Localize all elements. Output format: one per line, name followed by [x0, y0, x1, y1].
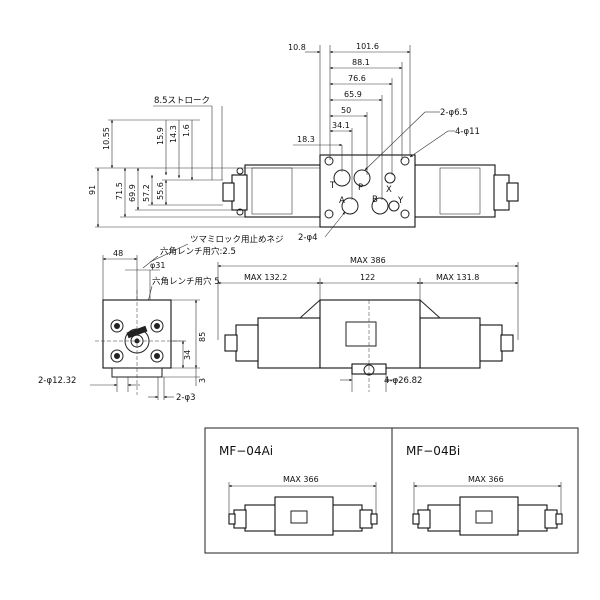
variant-b-dim: MAX 366 [468, 475, 504, 484]
dim-max-386: MAX 386 [350, 256, 386, 265]
dim-10-8: 10.8 [288, 43, 306, 52]
dim-14-3: 14.3 [169, 125, 178, 143]
front-center-block [319, 299, 421, 369]
dim-91: 91 [88, 185, 97, 195]
variant-a: MF−04Ai MAX 366 [219, 444, 378, 536]
dim-phi-3: 2-φ3 [176, 393, 196, 403]
variants-box: MF−04Ai MAX 366 MF−04Bi MAX 366 [204, 427, 579, 554]
dim-50: 50 [341, 106, 351, 115]
variant-a-dim: MAX 366 [283, 475, 319, 484]
dim-phi-31: φ31 [150, 261, 165, 270]
dim-max-132-2: MAX 132.2 [244, 273, 287, 282]
callout-hole-11: 4-φ11 [455, 127, 480, 137]
label-lock-screw: ツマミロック用止めネジ [190, 234, 284, 245]
dim-122: 122 [360, 273, 375, 282]
top-center-block [319, 154, 416, 228]
dim-76-6: 76.6 [348, 74, 366, 83]
dim-10-55: 10.55 [102, 127, 111, 150]
side-view: ツマミロック用止めネジ 六角レンチ用穴:2.5 48 φ31 六角レンチ用穴 5 [38, 234, 284, 403]
front-right-cap [479, 324, 503, 362]
label-hex-wrench-5: 六角レンチ用穴 5 [152, 276, 220, 287]
dim-34-1: 34.1 [332, 121, 350, 130]
top-left-knob [222, 182, 235, 202]
dim-101-6: 101.6 [356, 42, 379, 51]
port-label-a: A [339, 196, 345, 206]
port-b-icon [371, 197, 389, 215]
top-view: T P X A B Y 10.8 101.6 88.1 76.6 65.9 50… [88, 42, 519, 243]
port-x-icon [384, 172, 396, 184]
dim-15-9: 15.9 [156, 127, 165, 145]
dim-48: 48 [113, 249, 123, 258]
dim-34: 34 [183, 350, 192, 360]
port-y-icon [388, 200, 400, 212]
variant-b: MF−04Bi MAX 366 [406, 444, 563, 536]
top-body-right [409, 164, 496, 218]
variant-a-model: MF−04Ai [219, 444, 273, 458]
dim-88-1: 88.1 [352, 58, 370, 67]
front-right-knob [500, 334, 514, 352]
callout-hole-4: 2-φ4 [298, 233, 318, 243]
stroke-label: 8.5ストローク [154, 96, 210, 106]
dim-65-9: 65.9 [344, 90, 362, 99]
bolt-hole-icon [400, 156, 410, 166]
port-label-x: X [386, 185, 392, 195]
bolt-icon [150, 319, 164, 333]
dim-57-2: 57.2 [142, 184, 151, 202]
left-dims: 10.55 15.9 14.3 1.6 71.5 91 69.9 57.2 55… [88, 119, 320, 228]
front-body-right [419, 317, 481, 369]
dim-max-131-8: MAX 131.8 [436, 273, 479, 282]
dim-69-9: 69.9 [128, 184, 137, 202]
bolt-icon [110, 319, 124, 333]
bolt-hole-icon [324, 209, 334, 219]
front-left-knob [224, 334, 238, 352]
front-window [345, 321, 377, 347]
port-label-b: B [372, 195, 378, 205]
top-body-left [244, 164, 326, 218]
port-label-y: Y [397, 196, 404, 206]
port-a-icon [341, 197, 359, 215]
front-left-cap [235, 324, 259, 362]
port-label-t: T [329, 181, 336, 191]
dim-phi-12-32: 2-φ12.32 [38, 376, 76, 386]
bolt-hole-icon [324, 156, 334, 166]
label-hex-wrench-2-5: 六角レンチ用穴:2.5 [160, 246, 236, 257]
variant-b-model: MF−04Bi [406, 444, 460, 458]
bolt-hole-icon [400, 209, 410, 219]
port-label-p: P [358, 183, 363, 193]
dim-55-6: 55.6 [156, 182, 165, 200]
front-view: MAX 386 MAX 132.2 122 MAX 131.8 4-φ26.82 [217, 256, 519, 392]
dim-phi-26-82: 4-φ26.82 [384, 376, 422, 386]
dim-3: 3 [198, 378, 207, 383]
dim-85: 85 [198, 332, 207, 342]
dim-1-6: 1.6 [182, 124, 191, 137]
top-right-knob [506, 182, 519, 202]
callout-hole-6-5: 2-φ6.5 [440, 108, 468, 118]
dim-18-3: 18.3 [297, 135, 315, 144]
bolt-icon [110, 349, 124, 363]
front-body-left [257, 317, 321, 369]
port-p-icon [353, 169, 371, 187]
bolt-icon [150, 349, 164, 363]
dim-71-5: 71.5 [115, 182, 124, 200]
